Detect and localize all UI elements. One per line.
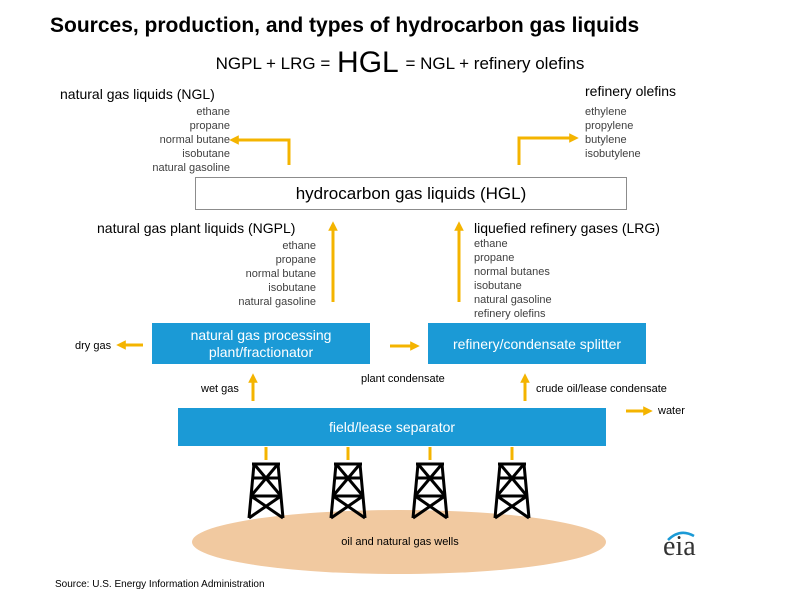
lrg-item: refinery olefins — [474, 308, 546, 320]
arrow-hgl-to-ngl — [229, 135, 291, 165]
ngl-item: isobutane — [182, 148, 230, 160]
lrg-item: propane — [474, 252, 515, 264]
wet-gas-label: wet gas — [201, 383, 239, 395]
ngl-item: normal butane — [159, 134, 230, 146]
plant-condensate-label: plant condensate — [361, 373, 445, 385]
hgl-box: hydrocarbon gas liquids (HGL) — [195, 177, 627, 210]
lrg-item: normal butanes — [474, 266, 550, 278]
wells-label: oil and natural gas wells — [341, 536, 459, 548]
olefins-header: refinery olefins — [585, 83, 677, 99]
lrg-item: natural gasoline — [474, 294, 552, 306]
ngpl-item: ethane — [282, 240, 316, 252]
olefins-item: isobutylene — [585, 148, 641, 160]
oil-derrick-icon — [247, 462, 285, 520]
processing-plant-box: natural gas processing plant/fractionato… — [152, 323, 370, 364]
ngpl-item: normal butane — [245, 268, 316, 280]
arrow-hgl-to-olefins — [517, 133, 579, 165]
water-label: water — [658, 405, 685, 417]
olefins-item: butylene — [585, 134, 627, 146]
ngpl-header: natural gas plant liquids (NGPL) — [97, 220, 296, 236]
equation-left: NGPL + LRG = — [215, 54, 331, 73]
ngl-item: propane — [189, 120, 230, 132]
oil-derrick-icon — [329, 462, 367, 520]
ngpl-list: ethane propane normal butane isobutane n… — [186, 239, 316, 309]
refinery-box: refinery/condensate splitter — [428, 323, 646, 364]
olefins-item: propylene — [585, 120, 634, 132]
dry-gas-label: dry gas — [75, 340, 112, 352]
equation-center: HGL — [337, 46, 399, 79]
lrg-item: isobutane — [474, 280, 522, 292]
eia-logo: eia — [663, 531, 696, 562]
field-separator-box: field/lease separator — [178, 408, 606, 446]
eia-logo-swoosh — [667, 531, 695, 541]
ngpl-item: natural gasoline — [238, 296, 316, 308]
oil-derrick-icon — [411, 462, 449, 520]
olefins-item: ethylene — [585, 106, 627, 118]
ngl-list: ethane propane normal butane isobutane n… — [100, 105, 230, 175]
crude-oil-label: crude oil/lease condensate — [536, 383, 667, 395]
ngl-item: ethane — [196, 106, 230, 118]
equation-right: = NGL + refinery olefins — [405, 54, 585, 73]
lrg-item: ethane — [474, 238, 508, 250]
source-note: Source: U.S. Energy Information Administ… — [55, 579, 265, 590]
lrg-header: liquefied refinery gases (LRG) — [474, 220, 660, 236]
olefins-list: ethylene propylene butylene isobutylene — [585, 105, 641, 161]
oil-derrick-icon — [493, 462, 531, 520]
ngl-header: natural gas liquids (NGL) — [60, 86, 215, 102]
ground-shape — [192, 510, 606, 574]
ngl-item: natural gasoline — [152, 162, 230, 174]
page-title: Sources, production, and types of hydroc… — [50, 14, 640, 37]
ngpl-item: isobutane — [268, 282, 316, 294]
ngpl-item: propane — [275, 254, 316, 266]
lrg-list: ethane propane normal butanes isobutane … — [474, 237, 552, 321]
equation: NGPL + LRG = HGL = NGL + refinery olefin… — [0, 46, 800, 80]
